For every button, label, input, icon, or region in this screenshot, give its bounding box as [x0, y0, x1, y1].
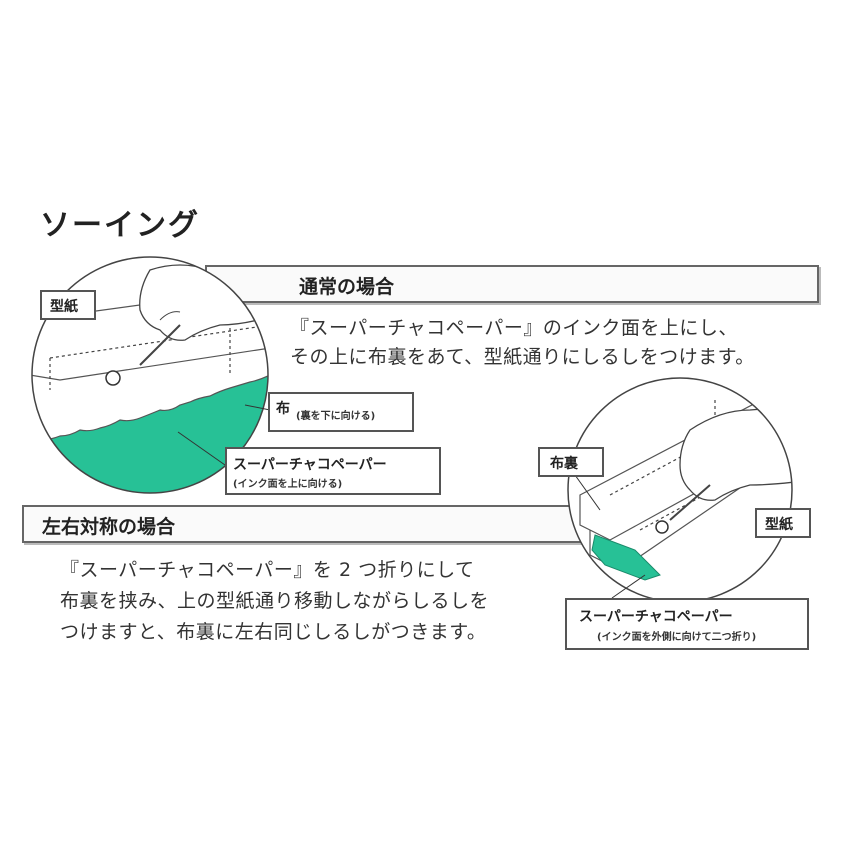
label-pattern: 型紙 [50, 299, 78, 315]
tracing-wheel-shape-2 [655, 520, 669, 534]
tracing-wheel-shape [105, 370, 121, 386]
label-pattern-box: 型紙 [40, 290, 96, 320]
normal-case-banner: 通常の場合 [205, 265, 819, 303]
label-paper-2: スーパーチャコペーパー [579, 609, 733, 625]
label-paper-box: スーパーチャコペーパー (インク面を上に向ける) [225, 447, 441, 495]
symmetric-case-line-3: つけますと、布裏に左右同じしるしがつきます。 [60, 621, 487, 643]
symmetric-case-illustration [567, 377, 793, 603]
normal-case-heading: 通常の場合 [299, 276, 395, 298]
label-paper: スーパーチャコペーパー [233, 457, 387, 473]
normal-case-line-2: その上に布裏をあて、型紙通りにしるしをつけます。 [290, 346, 755, 368]
page-title: ソーイング [40, 208, 200, 243]
label-pattern-box-2: 型紙 [755, 508, 811, 538]
label-paper-note-2: (インク面を外側に向けて二つ折り) [597, 632, 757, 643]
label-fabric-box: 布 (裏を下に向ける) [268, 392, 414, 432]
label-pattern-2: 型紙 [765, 517, 793, 533]
symmetric-case-line-1: 『スーパーチャコペーパー』を 2 つ折りにして [60, 559, 475, 581]
normal-case-illustration [31, 256, 269, 494]
label-paper-box-2: スーパーチャコペーパー (インク面を外側に向けて二つ折り) [565, 598, 809, 650]
label-fabric-back: 布裏 [550, 456, 578, 472]
normal-case-line-1: 『スーパーチャコペーパー』のインク面を上にし、 [290, 317, 738, 339]
label-fabric: 布 [276, 401, 290, 417]
label-paper-note: (インク面を上に向ける) [233, 479, 343, 490]
symmetric-case-heading: 左右対称の場合 [42, 516, 176, 538]
folded-paper-tab [591, 534, 661, 581]
label-fabric-note: (裏を下に向ける) [296, 411, 376, 422]
symmetric-case-line-2: 布裏を挟み、上の型紙通り移動しながらしるしを [60, 590, 490, 612]
label-fabric-back-box: 布裏 [538, 447, 604, 477]
